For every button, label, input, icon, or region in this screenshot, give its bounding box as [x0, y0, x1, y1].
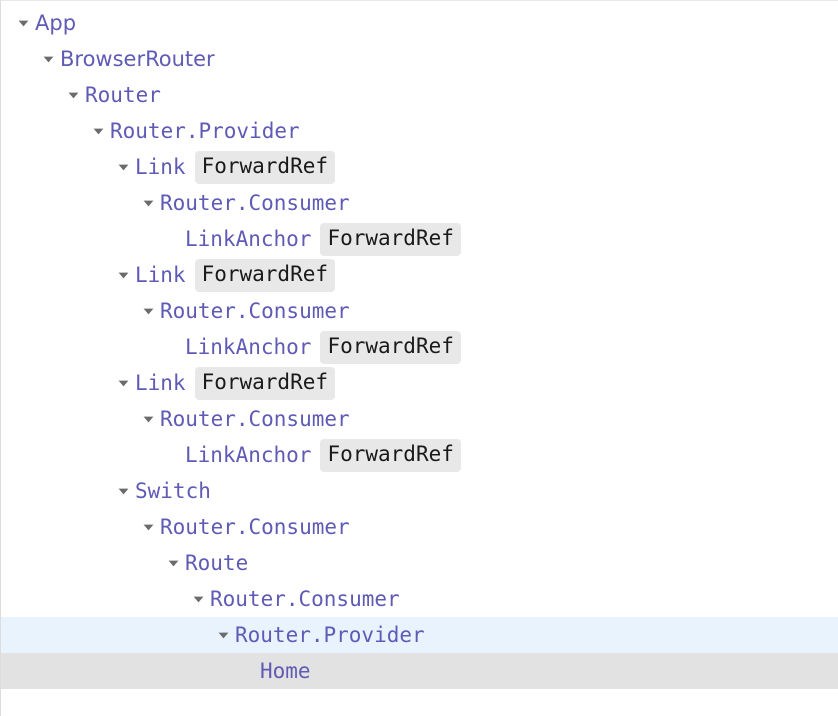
chevron-down-icon[interactable] [115, 473, 132, 509]
component-name: BrowserRouter [60, 47, 215, 71]
tree-row[interactable]: Link ForwardRef [1, 257, 838, 293]
component-name: Router.Consumer [160, 299, 350, 323]
tree-row[interactable]: LinkAnchor ForwardRef [1, 437, 838, 473]
chevron-down-icon[interactable] [65, 77, 82, 113]
tree-row[interactable]: Route [1, 545, 838, 581]
component-name: Home [260, 659, 311, 683]
tree-row[interactable]: Link ForwardRef [1, 365, 838, 401]
tree-row-content: Router.Consumer [140, 185, 350, 221]
chevron-down-icon[interactable] [140, 401, 157, 437]
component-name: Router.Provider [110, 119, 300, 143]
tree-row-content: LinkAnchor ForwardRef [165, 221, 461, 257]
tree-row[interactable]: Switch [1, 473, 838, 509]
tree-row[interactable]: Router [1, 77, 838, 113]
component-name: Router.Consumer [210, 587, 400, 611]
tree-row[interactable]: Router.Consumer [1, 401, 838, 437]
tree-row[interactable]: LinkAnchor ForwardRef [1, 221, 838, 257]
tree-row-content: Router.Consumer [140, 293, 350, 329]
tree-row[interactable]: Router.Provider [1, 113, 838, 149]
tree-row[interactable]: Router.Consumer [1, 581, 838, 617]
component-name: Link [135, 371, 186, 395]
component-type-badge: ForwardRef [320, 438, 461, 472]
chevron-down-icon[interactable] [140, 509, 157, 545]
component-type-badge: ForwardRef [320, 330, 461, 364]
component-name: Router.Consumer [160, 515, 350, 539]
chevron-down-icon[interactable] [190, 581, 207, 617]
tree-row[interactable]: Router.Provider [1, 617, 838, 653]
tree-row-content: Router.Consumer [140, 401, 350, 437]
component-name: Router.Consumer [160, 407, 350, 431]
component-name: Link [135, 155, 186, 179]
component-name: Route [185, 551, 249, 575]
chevron-down-icon[interactable] [140, 185, 157, 221]
component-type-badge: ForwardRef [194, 258, 336, 292]
tree-row-content: LinkAnchor ForwardRef [165, 329, 461, 365]
chevron-down-icon[interactable] [215, 617, 232, 653]
component-name: App [35, 11, 77, 35]
tree-row-content: Router [65, 77, 161, 113]
chevron-down-icon[interactable] [90, 113, 107, 149]
tree-row[interactable]: Router.Consumer [1, 509, 838, 545]
chevron-down-icon[interactable] [40, 41, 57, 77]
component-name: LinkAnchor [185, 227, 312, 251]
component-name: Router.Consumer [160, 191, 350, 215]
component-name: LinkAnchor [185, 443, 312, 467]
tree-row-content: Router.Consumer [190, 581, 400, 617]
component-type-badge: ForwardRef [194, 366, 336, 400]
component-name: LinkAnchor [185, 335, 312, 359]
tree-row-content: App [15, 5, 76, 41]
tree-row[interactable]: Home [1, 653, 838, 689]
tree-row[interactable]: Link ForwardRef [1, 149, 838, 185]
tree-row[interactable]: Router.Consumer [1, 185, 838, 221]
tree-row-content: Link ForwardRef [115, 365, 336, 401]
tree-row-content: Router.Provider [215, 617, 425, 653]
chevron-down-icon[interactable] [115, 149, 132, 185]
chevron-down-icon[interactable] [15, 5, 32, 41]
tree-row[interactable]: App [1, 5, 838, 41]
component-name: Router.Provider [235, 623, 425, 647]
tree-row[interactable]: LinkAnchor ForwardRef [1, 329, 838, 365]
tree-row-content: Link ForwardRef [115, 257, 336, 293]
tree-row-content: BrowserRouter [40, 41, 215, 77]
tree-row-content: LinkAnchor ForwardRef [165, 437, 461, 473]
chevron-down-icon[interactable] [140, 293, 157, 329]
component-type-badge: ForwardRef [194, 150, 336, 184]
chevron-down-icon[interactable] [115, 365, 132, 401]
tree-row[interactable]: BrowserRouter [1, 41, 838, 77]
tree-row-content: Router.Consumer [140, 509, 350, 545]
tree-row-content: Link ForwardRef [115, 149, 336, 185]
component-name: Router [85, 83, 161, 107]
chevron-down-icon[interactable] [115, 257, 132, 293]
component-name: Link [135, 263, 186, 287]
tree-row-content: Router.Provider [90, 113, 300, 149]
chevron-down-icon[interactable] [165, 545, 182, 581]
tree-row-content: Home [240, 653, 311, 689]
tree-row-content: Route [165, 545, 248, 581]
component-name: Switch [135, 479, 211, 503]
tree-row-content: Switch [115, 473, 211, 509]
tree-row[interactable]: Router.Consumer [1, 293, 838, 329]
component-type-badge: ForwardRef [320, 222, 461, 256]
